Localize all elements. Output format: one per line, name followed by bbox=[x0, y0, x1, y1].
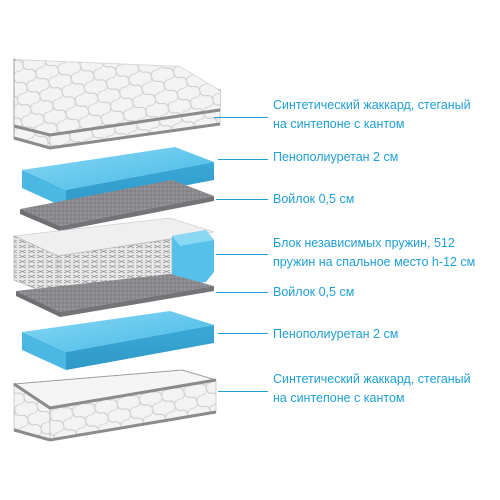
leader-line-felt-bottom bbox=[216, 292, 268, 293]
label-jacquard-bottom: Синтетический жаккард, стеганый на синтеп… bbox=[273, 370, 495, 408]
label-line: на синтепоне с кантом bbox=[273, 117, 405, 131]
layer-felt-bottom bbox=[16, 274, 214, 317]
label-line: Блок независимых пружин, 512 bbox=[273, 236, 455, 250]
leader-line-felt-top bbox=[216, 199, 268, 200]
leader-line-springs bbox=[216, 254, 268, 255]
label-line: пружин на спальное место h-12 см bbox=[273, 255, 476, 269]
label-springs: Блок независимых пружин, 512 пружин на сп… bbox=[273, 234, 495, 272]
label-felt-bottom: Войлок 0,5 см bbox=[273, 283, 495, 302]
label-line: Войлок 0,5 см bbox=[273, 192, 355, 206]
label-line: на синтепоне с кантом bbox=[273, 391, 405, 405]
leader-line-jacquard-bottom bbox=[218, 391, 268, 392]
label-line: Войлок 0,5 см bbox=[273, 285, 355, 299]
layer-jacquard-top bbox=[13, 57, 221, 150]
leader-line-jacquard-top bbox=[214, 117, 268, 118]
layer-felt-top bbox=[20, 180, 214, 231]
label-line: Пенополиуретан 2 см bbox=[273, 327, 399, 341]
label-line: Пенополиуретан 2 см bbox=[273, 150, 399, 164]
layer-foam-bottom bbox=[22, 311, 214, 370]
label-line: Синтетический жаккард, стеганый bbox=[273, 98, 471, 112]
label-line: Синтетический жаккард, стеганый bbox=[273, 372, 471, 386]
label-foam-bottom: Пенополиуретан 2 см bbox=[273, 325, 495, 344]
label-jacquard-top: Синтетический жаккард, стеганый на синтеп… bbox=[273, 96, 495, 134]
leader-line-foam-top bbox=[218, 159, 268, 160]
label-felt-top: Войлок 0,5 см bbox=[273, 190, 495, 209]
label-foam-top: Пенополиуретан 2 см bbox=[273, 148, 495, 167]
layer-jacquard-bottom bbox=[12, 369, 217, 442]
leader-line-foam-bottom bbox=[218, 333, 268, 334]
